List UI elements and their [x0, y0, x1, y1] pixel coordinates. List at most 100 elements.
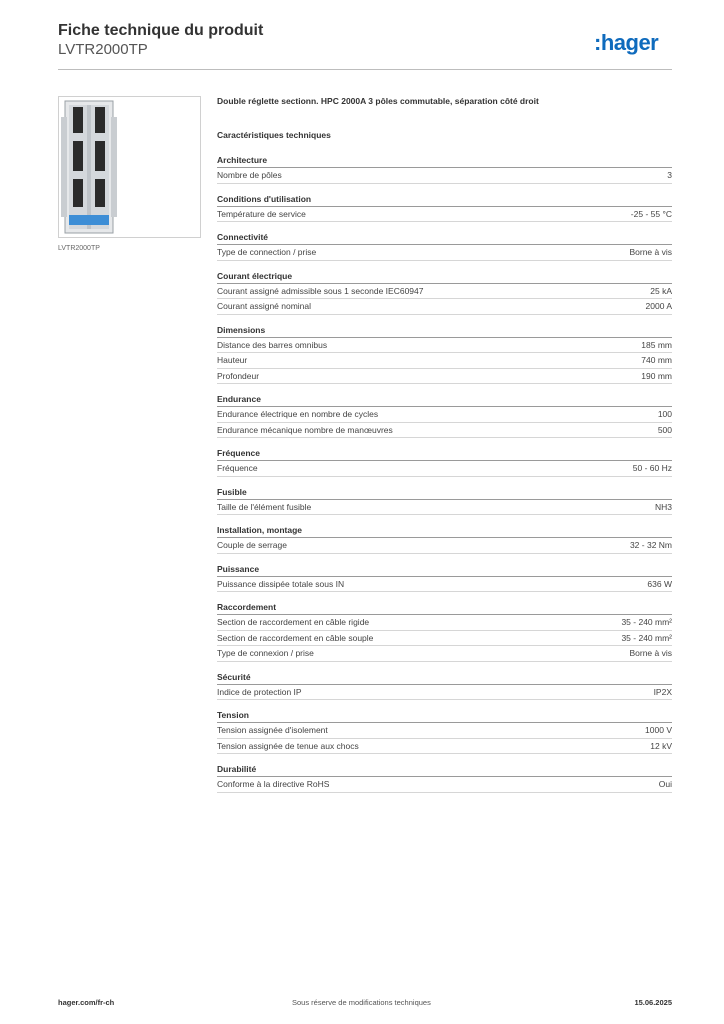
spec-label: Tension assignée d'isolement — [217, 725, 328, 735]
spec-row: Taille de l'élément fusible NH3 — [217, 500, 672, 515]
spec-label: Puissance dissipée totale sous IN — [217, 578, 345, 589]
spec-row: Indice de protection IP IP2X — [217, 685, 672, 700]
spec-value: 636 W — [647, 578, 672, 589]
spec-label: Section de raccordement en câble souple — [217, 632, 374, 643]
spec-row: Section de raccordement en câble rigide 3… — [217, 615, 672, 631]
spec-value: 500 — [657, 424, 672, 435]
spec-value: 35 - 240 mm² — [621, 617, 672, 627]
product-description: Double réglette sectionn. HPC 2000A 3 pô… — [217, 96, 539, 106]
spec-label: Type de connection / prise — [217, 247, 317, 257]
spec-group-title: Courant électrique — [217, 269, 672, 284]
spec-row: Tension assignée d'isolement 1000 V — [217, 723, 672, 739]
spec-row: Profondeur 190 mm — [217, 369, 672, 384]
spec-value: 100 — [657, 409, 672, 419]
spec-row: Endurance électrique en nombre de cycles… — [217, 407, 672, 423]
product-reference: LVTR2000TP — [58, 41, 148, 58]
spec-value: -25 - 55 °C — [630, 208, 672, 219]
spec-group-title: Conditions d'utilisation — [217, 192, 672, 207]
spec-value: NH3 — [654, 501, 672, 512]
spec-group-title: Sécurité — [217, 670, 672, 685]
spec-value: 3 — [667, 170, 672, 180]
spec-label: Distance des barres omnibus — [217, 339, 328, 350]
spec-value: 25 kA — [650, 285, 672, 296]
document-header: Fiche technique du produit LVTR2000TP — [58, 22, 678, 59]
footer-date: 15.06.2025 — [634, 998, 672, 1007]
spec-label: Section de raccordement en câble rigide — [217, 617, 370, 627]
spec-group-title: Endurance — [217, 392, 672, 407]
spec-value: Oui — [658, 779, 672, 789]
footer-website[interactable]: hager.com/fr-ch — [58, 998, 115, 1007]
spec-label: Fréquence — [217, 463, 258, 473]
spec-group-title: Architecture — [217, 153, 672, 168]
spec-row: Type de connection / prise Borne à vis — [217, 245, 672, 261]
spec-row: Courant assigné nominal 2000 A — [217, 299, 672, 315]
spec-value: 190 mm — [641, 370, 672, 381]
spec-group-title: Fréquence — [217, 446, 672, 461]
spec-row: Couple de serrage 32 - 32 Nm — [217, 538, 672, 554]
spec-label: Profondeur — [217, 370, 260, 381]
spec-value: 2000 A — [645, 301, 672, 311]
spec-row: Fréquence 50 - 60 Hz — [217, 461, 672, 477]
spec-row: Nombre de pôles 3 — [217, 168, 672, 184]
spec-value: IP2X — [653, 686, 672, 697]
spec-label: Courant assigné nominal — [217, 301, 312, 311]
image-caption: LVTR2000TP — [58, 245, 100, 252]
spec-row: Conforme à la directive RoHS Oui — [217, 777, 672, 793]
spec-label: Hauteur — [217, 355, 248, 365]
spec-label: Nombre de pôles — [217, 170, 282, 180]
spec-label: Indice de protection IP — [217, 686, 302, 697]
spec-value: 1000 V — [645, 725, 672, 735]
spec-row: Hauteur 740 mm — [217, 353, 672, 369]
spec-group-title: Dimensions — [217, 323, 672, 338]
spec-label: Type de connexion / prise — [217, 648, 314, 658]
spec-value: 740 mm — [641, 355, 672, 365]
spec-row: Puissance dissipée totale sous IN 636 W — [217, 577, 672, 592]
spec-value: 12 kV — [650, 740, 672, 751]
spec-row: Tension assignée de tenue aux chocs 12 kV — [217, 739, 672, 754]
spec-label: Endurance électrique en nombre de cycles — [217, 409, 379, 419]
spec-group-title: Tension — [217, 708, 672, 723]
spec-value: Borne à vis — [629, 648, 672, 658]
spec-group-title: Raccordement — [217, 600, 672, 615]
header-divider — [58, 69, 672, 70]
fuse-switch-illustration — [61, 100, 117, 234]
spec-label: Taille de l'élément fusible — [217, 501, 312, 512]
spec-value: 32 - 32 Nm — [629, 540, 672, 550]
spec-value: 185 mm — [641, 339, 672, 350]
spec-row: Distance des barres omnibus 185 mm — [217, 338, 672, 353]
spec-label: Conforme à la directive RoHS — [217, 779, 330, 789]
spec-group-title: Fusible — [217, 485, 672, 500]
spec-group-title: Installation, montage — [217, 523, 672, 538]
spec-value: 50 - 60 Hz — [632, 463, 672, 473]
hager-logo: :hager — [594, 30, 659, 55]
spec-label: Couple de serrage — [217, 540, 287, 550]
spec-row: Courant assigné admissible sous 1 second… — [217, 284, 672, 299]
spec-row: Endurance mécanique nombre de manœuvres 5… — [217, 423, 672, 438]
spec-row: Type de connexion / prise Borne à vis — [217, 646, 672, 662]
spec-value: Borne à vis — [629, 247, 672, 257]
spec-label: Tension assignée de tenue aux chocs — [217, 740, 359, 751]
spec-label: Endurance mécanique nombre de manœuvres — [217, 424, 393, 435]
spec-group-title: Puissance — [217, 562, 672, 577]
spec-row: Température de service -25 - 55 °C — [217, 207, 672, 222]
spec-group-title: Durabilité — [217, 762, 672, 777]
product-image — [58, 96, 201, 238]
page-title: Fiche technique du produit — [58, 22, 264, 39]
spec-label: Température de service — [217, 208, 306, 219]
spec-group-title: Connectivité — [217, 230, 672, 245]
section-heading: Caractéristiques techniques — [217, 130, 331, 140]
spec-label: Courant assigné admissible sous 1 second… — [217, 285, 424, 296]
